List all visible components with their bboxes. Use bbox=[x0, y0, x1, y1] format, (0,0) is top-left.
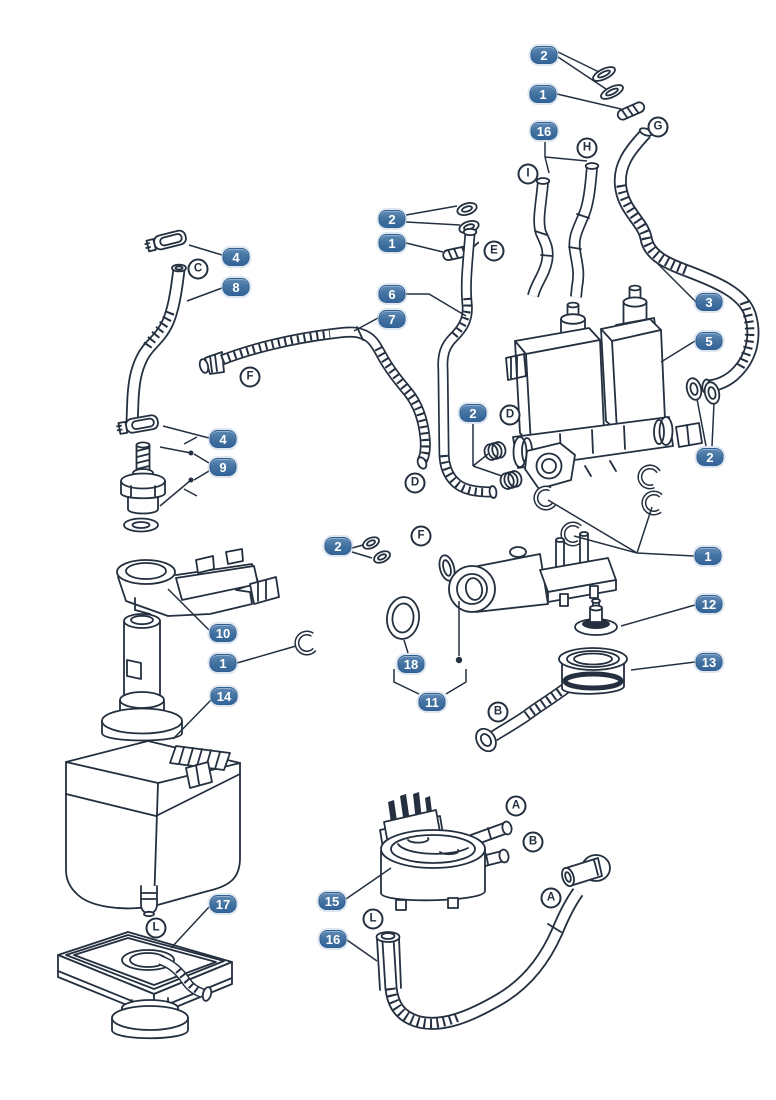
part-callout-1: 1 bbox=[529, 85, 557, 103]
pump-14-illustration bbox=[65, 613, 241, 918]
connection-letter-C: C bbox=[187, 258, 209, 280]
coil-springs-illustration bbox=[483, 441, 523, 490]
solenoid-valve-assembly-illustration bbox=[505, 284, 703, 490]
part-callout-13: 13 bbox=[695, 653, 723, 671]
part-callout-15: 15 bbox=[318, 892, 346, 910]
part-callout-11: 11 bbox=[418, 693, 446, 711]
hose-8-illustration bbox=[116, 229, 187, 435]
part-callout-3: 3 bbox=[695, 293, 723, 311]
leader-lines bbox=[159, 51, 715, 962]
part-callout-14: 14 bbox=[210, 687, 238, 705]
part-callout-2: 2 bbox=[530, 46, 558, 64]
part-callout-2: 2 bbox=[459, 404, 487, 422]
e-clips-illustration bbox=[294, 464, 663, 656]
connection-letter-I: I bbox=[517, 163, 539, 185]
connection-letter-B: B bbox=[487, 701, 509, 723]
cap-12-illustration bbox=[574, 598, 618, 636]
connection-letter-F: F bbox=[239, 366, 261, 388]
part-callout-1: 1 bbox=[694, 547, 722, 565]
part-callout-17: 17 bbox=[209, 895, 237, 913]
hose-7-illustration bbox=[198, 326, 431, 470]
part-callout-1: 1 bbox=[378, 234, 406, 252]
hose-6-illustration bbox=[437, 227, 498, 499]
part-callout-5: 5 bbox=[695, 332, 723, 350]
clamp-bands-top-illustration bbox=[592, 66, 646, 121]
part-callout-1: 1 bbox=[209, 654, 237, 672]
connection-letter-A: A bbox=[505, 795, 527, 817]
part-callout-18: 18 bbox=[397, 655, 425, 673]
safety-valve-9-illustration bbox=[120, 441, 166, 533]
pump-base-17-illustration bbox=[57, 931, 233, 1040]
part-callout-16: 16 bbox=[319, 930, 347, 948]
part-callout-7: 7 bbox=[378, 310, 406, 328]
o-rings-illustration bbox=[362, 536, 391, 564]
part-callout-6: 6 bbox=[378, 285, 406, 303]
part-callout-2: 2 bbox=[696, 448, 724, 466]
part-callout-12: 12 bbox=[695, 595, 723, 613]
part-callout-9: 9 bbox=[209, 458, 237, 476]
hose-3-illustration bbox=[613, 127, 760, 394]
connection-letter-D: D bbox=[404, 472, 426, 494]
connection-letter-B: B bbox=[522, 831, 544, 853]
drain-13-illustration bbox=[475, 647, 628, 753]
part-callout-2: 2 bbox=[378, 210, 406, 228]
connection-letter-L: L bbox=[145, 917, 167, 939]
connection-letter-H: H bbox=[576, 137, 598, 159]
connection-letter-D: D bbox=[499, 404, 521, 426]
part-callout-2: 2 bbox=[324, 537, 352, 555]
hose-16-illustration bbox=[375, 854, 611, 1030]
part-callout-10: 10 bbox=[209, 624, 237, 642]
connection-letter-G: G bbox=[647, 116, 669, 138]
connection-letter-F: F bbox=[410, 525, 432, 547]
connection-letter-A: A bbox=[540, 887, 562, 909]
pipes-16-illustration bbox=[527, 162, 600, 298]
connection-letter-E: E bbox=[483, 240, 505, 262]
part-callout-4: 4 bbox=[209, 430, 237, 448]
part-callout-8: 8 bbox=[222, 278, 250, 296]
part-callout-4: 4 bbox=[222, 248, 250, 266]
valve-11-illustration bbox=[386, 531, 617, 664]
connection-letter-L: L bbox=[362, 908, 384, 930]
bracket-10-illustration bbox=[116, 548, 280, 617]
flow-meter-15-illustration bbox=[379, 792, 513, 911]
part-callout-16: 16 bbox=[530, 122, 558, 140]
